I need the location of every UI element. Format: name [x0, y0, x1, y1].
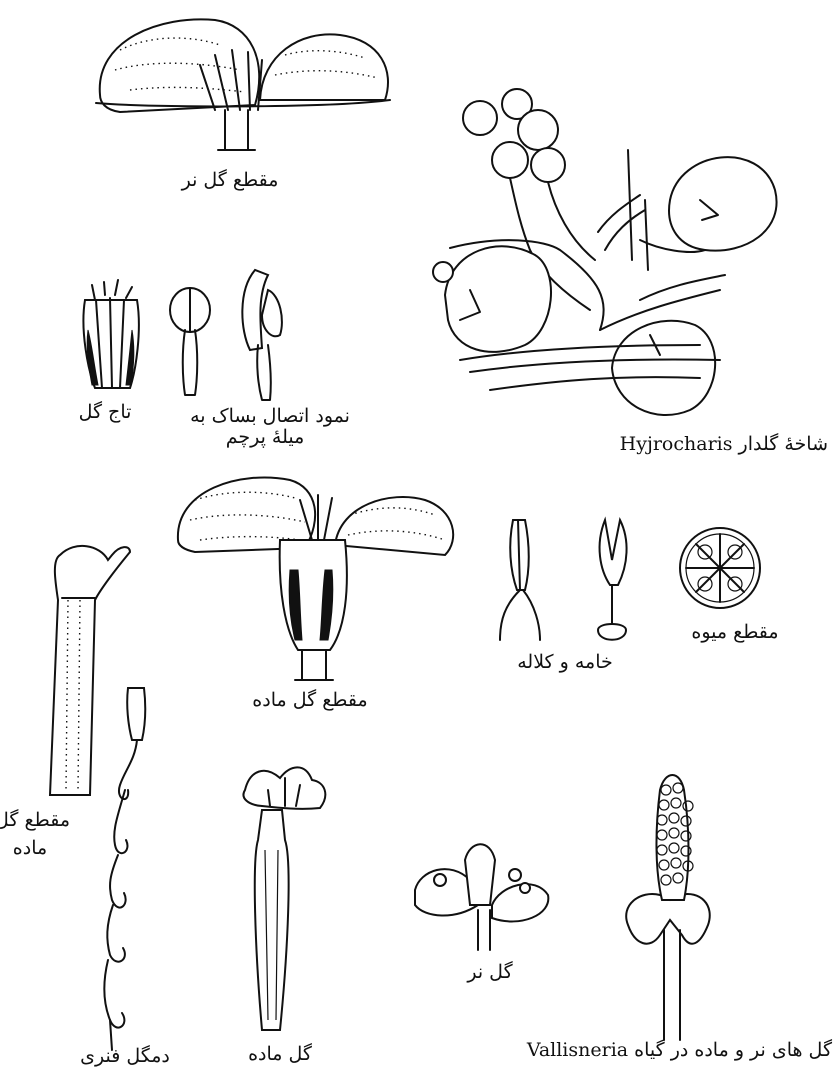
- label-coiled-peduncle: دمگل فنری: [70, 1044, 180, 1068]
- corolla-drawing: [83, 280, 138, 388]
- coiled-peduncle-drawing: [104, 688, 145, 1050]
- hydrocharis-shoot-drawing: [433, 89, 777, 415]
- vallisneria-spadix-drawing: [626, 775, 710, 1040]
- female-flower-drawing: [244, 767, 326, 1030]
- label-corolla: تاج گل: [60, 400, 150, 424]
- label-fruit-section: مقطع میوه: [680, 620, 790, 644]
- label-vallisneria-prefix: گل های نر و ماده در گیاه: [634, 1039, 832, 1061]
- female-flower-section-long-drawing: [50, 546, 130, 795]
- label-female-flower-section: مقطع گل ماده: [240, 688, 380, 712]
- label-male-flower: گل نر: [450, 960, 530, 984]
- male-flower-section-drawing: [96, 19, 390, 150]
- style-stigma-drawing: [500, 520, 627, 640]
- female-flower-section-drawing: [178, 478, 453, 681]
- label-female-section-line1: مقطع گل: [0, 808, 70, 832]
- label-vallisneria-genus: Vallisneria: [527, 1039, 628, 1061]
- label-anther-line2: میلهٔ پرچم: [210, 425, 320, 449]
- stamen-drawing: [170, 270, 282, 400]
- label-female-section-line2: ماده: [0, 836, 60, 860]
- label-male-flower-section: مقطع گل نر: [170, 168, 290, 192]
- label-hydrocharis-genus: Hyjrocharis: [620, 433, 733, 455]
- label-female-flower: گل ماده: [225, 1042, 335, 1066]
- fruit-section-drawing: [680, 528, 760, 608]
- label-style-stigma: خامه و کلاله: [500, 650, 630, 674]
- label-hydrocharis-prefix: شاخهٔ گلدار: [739, 433, 828, 455]
- label-hydrocharis-shoot: شاخهٔ گلدار Hyjrocharis: [556, 432, 828, 456]
- label-vallisneria: گل های نر و ماده در گیاه Vallisneria: [492, 1038, 832, 1062]
- male-flower-drawing: [415, 844, 548, 950]
